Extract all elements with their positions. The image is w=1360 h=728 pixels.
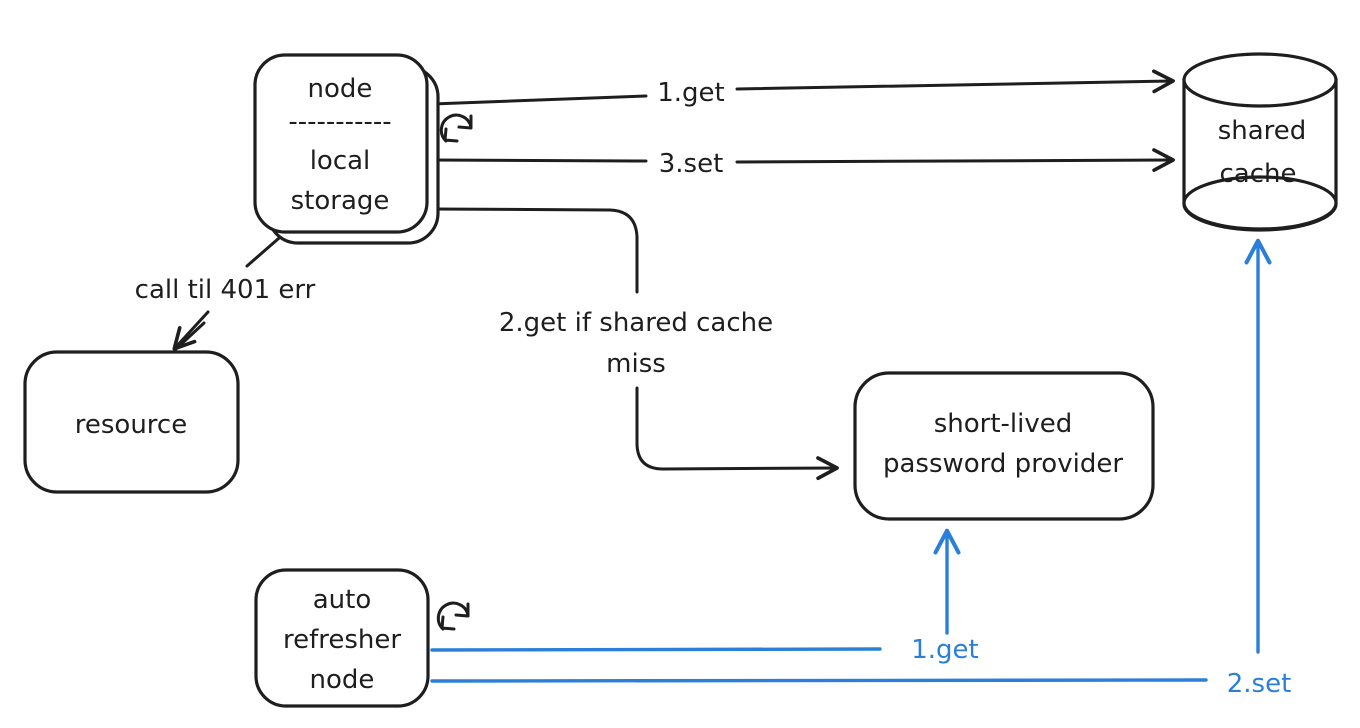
node-label-line2: local bbox=[310, 146, 371, 176]
edge-1get: 1.get bbox=[430, 69, 1175, 108]
node-label-line3: storage bbox=[291, 186, 390, 216]
password-provider-box: short-lived password provider bbox=[853, 371, 1155, 521]
edge-refresher-1get-label: 1.get bbox=[911, 635, 979, 665]
shared-cache-label-line1: shared bbox=[1218, 116, 1307, 146]
edge-call-401-label: call til 401 err bbox=[135, 275, 316, 305]
password-provider-label-line1: short-lived bbox=[934, 409, 1073, 439]
auto-refresher-label-line3: node bbox=[310, 665, 375, 695]
edge-refresher-1get: 1.get bbox=[430, 528, 979, 665]
edge-refresher-2set: 2.set bbox=[430, 238, 1292, 699]
shared-cache-cylinder: shared cache bbox=[1182, 52, 1338, 232]
edge-call-401: call til 401 err bbox=[135, 230, 316, 351]
resource-box: resource bbox=[23, 350, 240, 494]
auto-refresher-label-line2: refresher bbox=[283, 625, 401, 655]
edge-2get-label-line1: 2.get if shared cache bbox=[499, 308, 773, 338]
edge-3set: 3.set bbox=[430, 148, 1175, 179]
node-front-card bbox=[253, 53, 429, 234]
password-provider-label-line2: password provider bbox=[883, 449, 1123, 479]
edge-3set-label: 3.set bbox=[659, 149, 724, 179]
auto-refresher-label-line1: auto bbox=[313, 585, 372, 615]
shared-cache-label-line2: cache bbox=[1220, 159, 1297, 189]
edge-refresher-2set-label: 2.set bbox=[1227, 669, 1292, 699]
node-local-storage-shape: node ----------- local storage bbox=[253, 53, 440, 245]
refresh-icon-bottom bbox=[436, 601, 470, 631]
auto-refresher-box: auto refresher node bbox=[254, 568, 430, 708]
resource-label: resource bbox=[75, 410, 187, 440]
node-label-line1: node bbox=[308, 74, 373, 104]
edge-1get-label: 1.get bbox=[657, 78, 725, 108]
edge-2get: 2.get if shared cache miss bbox=[430, 207, 839, 481]
node-divider: ----------- bbox=[288, 107, 391, 137]
edge-2get-label-line2: miss bbox=[606, 349, 666, 379]
refresh-icon bbox=[439, 113, 473, 143]
